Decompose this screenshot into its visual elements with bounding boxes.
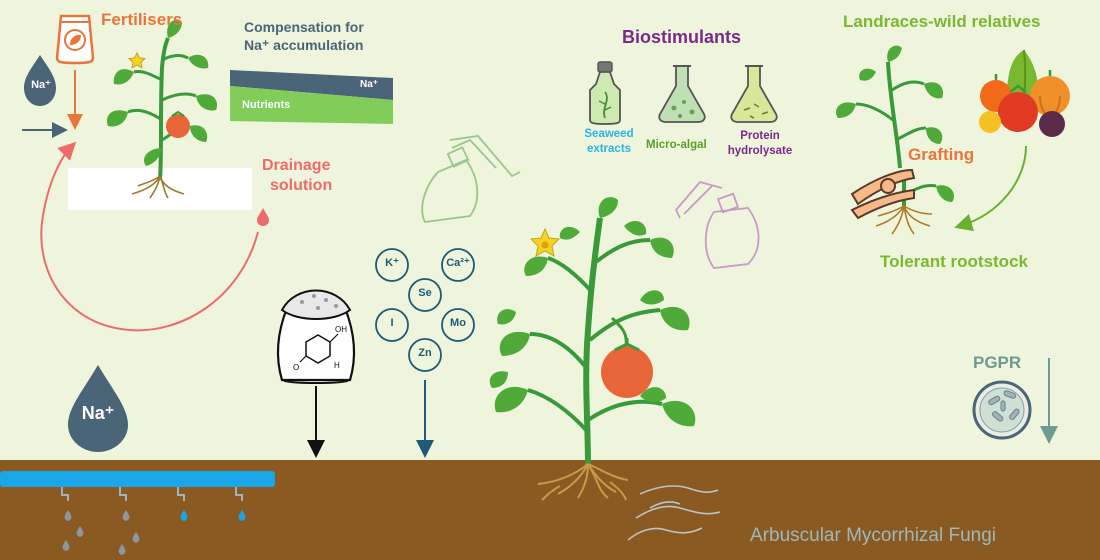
element-se-label: Se <box>418 287 432 299</box>
tolerant-rootstock-label: Tolerant rootstock <box>880 252 1028 271</box>
element-ca-circle <box>441 248 475 282</box>
grafting-label: Grafting <box>908 145 975 164</box>
element-mo-label: Mo <box>450 317 466 329</box>
element-k-circle <box>375 248 409 282</box>
amf-label: Arbuscular Mycorrhizal Fungi <box>750 525 997 546</box>
seaweed-bottle-icon <box>589 61 621 125</box>
element-se-circle <box>408 278 442 312</box>
seaweed-label-line2: extracts <box>586 143 632 155</box>
drainage-drop-icon <box>257 208 269 226</box>
element-i-circle <box>375 308 409 342</box>
sodium-drop-large-label: Na⁺ <box>81 403 115 423</box>
grafted-plant-icon <box>836 45 955 235</box>
compensation-title-line2: Na⁺ accumulation <box>244 37 364 53</box>
svg-text:O: O <box>293 363 299 372</box>
svg-text:H: H <box>334 361 340 370</box>
sodium-drop-small-icon <box>24 55 56 106</box>
small-tomato-plant-icon <box>106 19 218 199</box>
landraces-title: Landraces-wild relatives <box>843 12 1041 31</box>
pgpr-label: PGPR <box>973 353 1022 372</box>
fertiliser-bag-icon <box>55 14 95 65</box>
microalgal-flask-icon <box>658 65 706 123</box>
grafting-arrow <box>954 145 1027 232</box>
mycorrhizal-hyphae <box>627 485 721 541</box>
large-tomato-plant-icon <box>489 197 696 501</box>
spray-bottle-right-icon <box>674 180 760 269</box>
element-zn-circle <box>408 338 442 372</box>
drainage-label-line1: Drainage <box>262 157 331 174</box>
spray-bottle-left-icon <box>421 135 521 223</box>
biostimulant-sack-icon: OH O H <box>276 289 356 384</box>
bar-na-label: Na⁺ <box>360 79 379 90</box>
microalgal-label: Micro-algal <box>646 139 707 151</box>
element-mo-circle <box>441 308 475 342</box>
landrace-vegetables-icon <box>979 49 1070 137</box>
pgpr-petri-dish-icon <box>972 380 1032 440</box>
biostimulants-title: Biostimulants <box>622 27 742 47</box>
compensation-title-line1: Compensation for <box>244 19 364 35</box>
protein-hydrolysate-flask-icon <box>730 65 778 123</box>
element-zn-label: Zn <box>418 347 432 359</box>
sodium-drop-large-icon <box>68 365 128 452</box>
drip-irrigation <box>0 471 275 555</box>
element-k-label: K⁺ <box>385 257 399 269</box>
fertilisers-label: Fertilisers <box>101 10 183 29</box>
seaweed-label-line1: Seaweed <box>584 128 634 140</box>
bar-nutrients-label: Nutrients <box>242 99 291 111</box>
grafting-clip-icon <box>850 168 916 220</box>
drainage-label-line2: solution <box>270 177 333 194</box>
sodium-drop-small-label: Na⁺ <box>31 79 51 91</box>
svg-text:OH: OH <box>335 325 347 334</box>
element-i-label: I <box>390 317 394 329</box>
compensation-bar <box>230 70 393 124</box>
protein-label-line1: Protein <box>740 130 780 142</box>
drainage-recirculation-arrow <box>40 141 259 332</box>
protein-label-line2: hydrolysate <box>727 145 793 157</box>
element-ca-label: Ca²⁺ <box>446 257 470 269</box>
